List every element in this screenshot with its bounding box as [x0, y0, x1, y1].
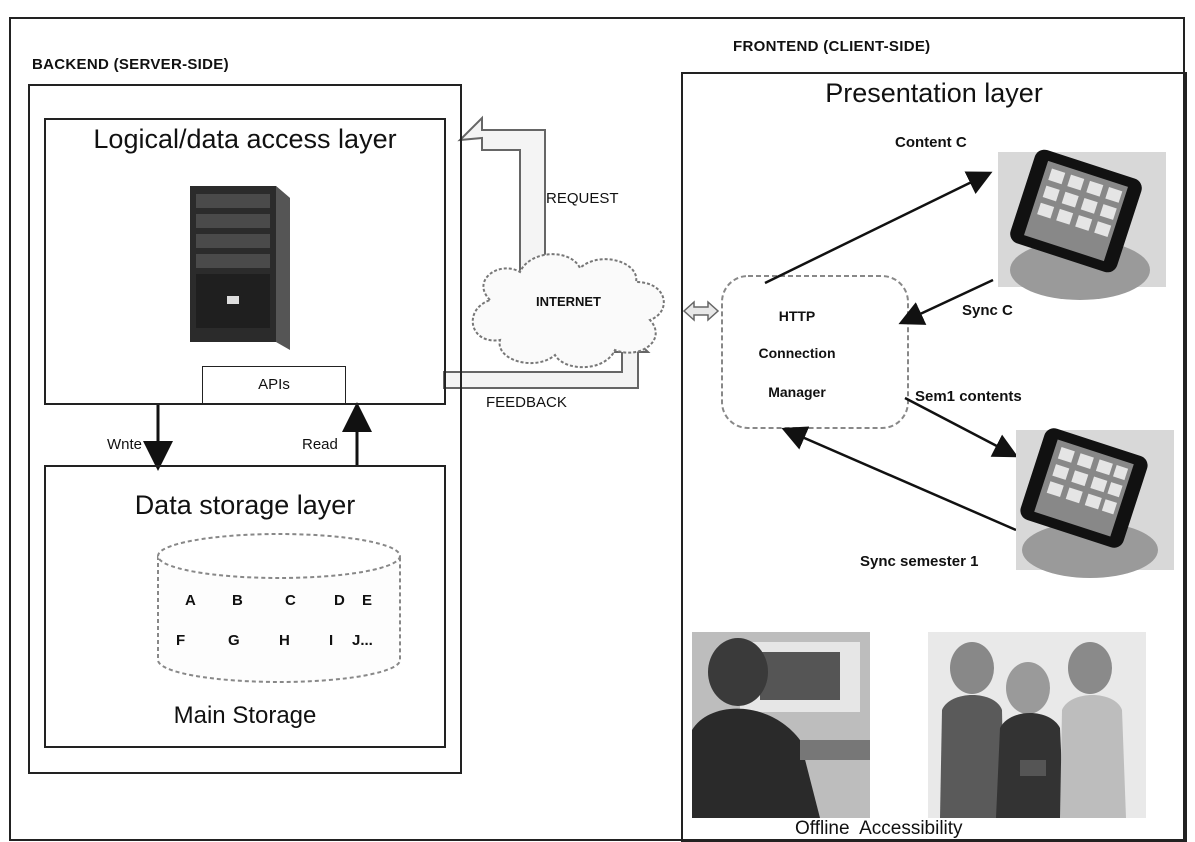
sem1-contents-label: Sem1 contents [915, 388, 1022, 405]
request-label: REQUEST [546, 190, 619, 207]
backend-heading: BACKEND (SERVER-SIDE) [32, 56, 229, 73]
storage-letter: F [176, 632, 185, 649]
logical-layer-box [44, 118, 446, 405]
offline-accessibility-label: Offline Accessibility [795, 818, 963, 840]
storage-letter: C [285, 592, 296, 609]
connection-manager-line: Connection [722, 345, 872, 361]
storage-letter: E [362, 592, 372, 609]
sync-semester-label: Sync semester 1 [860, 553, 978, 570]
storage-letter: D [334, 592, 345, 609]
read-label: Read [302, 436, 338, 453]
storage-letter: H [279, 632, 290, 649]
connection-manager-line: Manager [722, 384, 872, 400]
frontend-heading: FRONTEND (CLIENT-SIDE) [733, 38, 930, 55]
storage-letter: J... [352, 632, 373, 649]
storage-letter: A [185, 592, 196, 609]
sync-c-label: Sync C [962, 302, 1013, 319]
internet-cloud-icon [473, 254, 664, 367]
internet-label: INTERNET [536, 294, 601, 309]
content-c-label: Content C [895, 134, 967, 151]
presentation-layer-title: Presentation layer [681, 78, 1187, 109]
frontend-container [681, 72, 1187, 842]
main-storage-label: Main Storage [44, 702, 446, 730]
logical-layer-title: Logical/data access layer [44, 124, 446, 155]
storage-letter: G [228, 632, 240, 649]
storage-letter: B [232, 592, 243, 609]
write-label: Wnte [107, 436, 142, 453]
request-arrow [460, 118, 545, 282]
feedback-label: FEEDBACK [486, 394, 567, 411]
connection-manager-line: HTTP [722, 308, 872, 324]
apis-label: APIs [202, 376, 346, 393]
storage-layer-title: Data storage layer [44, 490, 446, 521]
storage-letter: I [329, 632, 333, 649]
